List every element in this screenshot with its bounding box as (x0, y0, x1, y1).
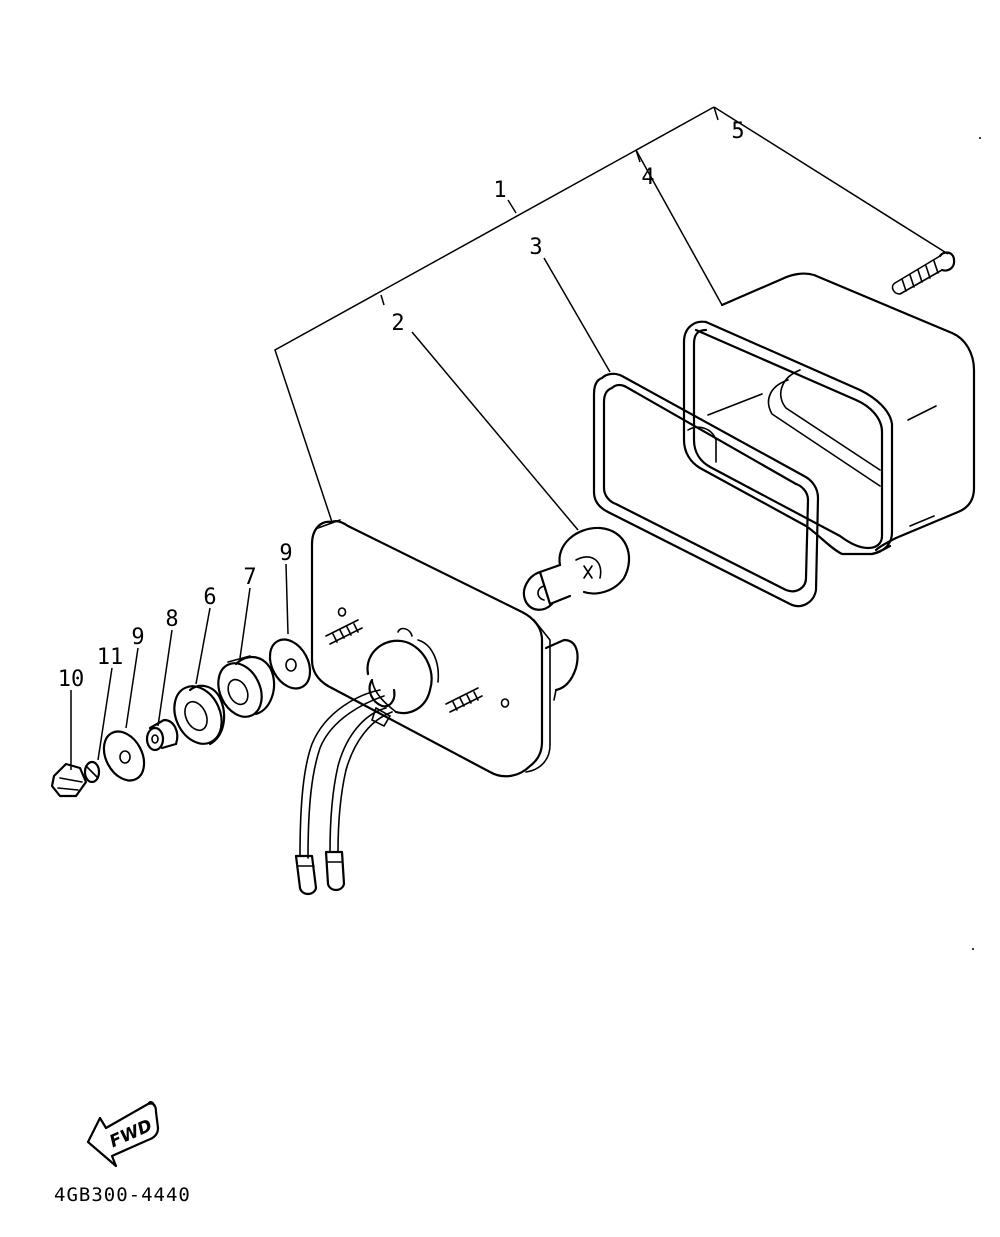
grommet-part-7 (217, 655, 276, 718)
callout-5: 5 (731, 119, 744, 144)
callout-8: 8 (165, 607, 178, 632)
callout-9-right: 9 (279, 541, 292, 566)
collar-part-6 (173, 684, 226, 746)
callout-labels: 1 2 3 4 5 9 7 6 8 9 11 10 (58, 119, 745, 692)
callout-2: 2 (391, 311, 404, 336)
callout-11: 11 (97, 645, 124, 670)
gasket-part-3 (592, 372, 820, 608)
callout-10: 10 (58, 667, 85, 692)
nut-part-10 (50, 762, 88, 798)
washer-part-9-left (102, 730, 146, 782)
washer-part-9-right (268, 638, 312, 690)
drawing-code: 4GB300-4440 (54, 1184, 191, 1206)
screw-part-5 (891, 251, 956, 295)
wire-harness (294, 689, 393, 896)
callout-6: 6 (203, 585, 216, 610)
callout-3: 3 (529, 235, 542, 260)
housing-part-1 (310, 519, 579, 778)
scan-specks (972, 137, 981, 950)
small-part-leaders (70, 563, 289, 770)
bulb-part-2 (522, 526, 630, 611)
callout-1: 1 (493, 178, 506, 203)
lock-washer-part-11 (83, 760, 101, 784)
callout-9-left: 9 (131, 625, 144, 650)
assembly-bracket-lines (274, 106, 949, 531)
callout-7: 7 (243, 565, 256, 590)
spacer-part-8 (145, 718, 179, 752)
callout-4: 4 (641, 165, 654, 190)
lens-part-4 (682, 272, 976, 556)
fwd-arrow: FWD (86, 1101, 160, 1168)
